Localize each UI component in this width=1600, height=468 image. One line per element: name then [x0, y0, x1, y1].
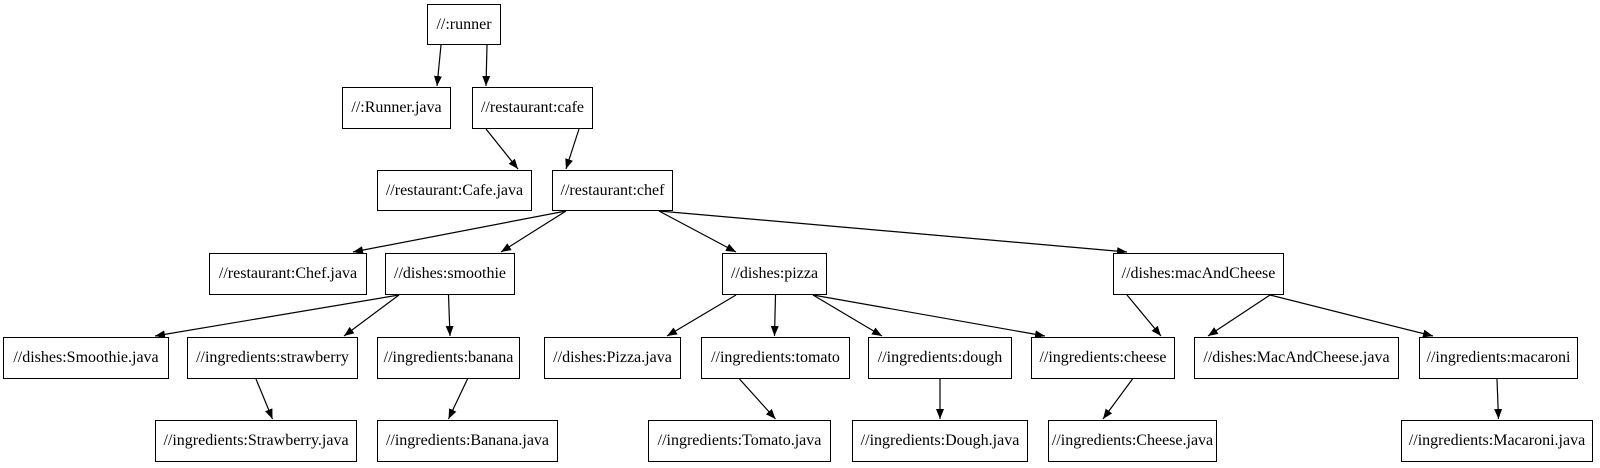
edge-chef-to-mac_and_cheese [658, 210, 1128, 256]
graph-node-banana: //ingredients:banana [377, 337, 520, 379]
graph-node-chef: //restaurant:chef [552, 170, 673, 211]
edge-chef-to-pizza [658, 210, 737, 253]
edge-chef-to-chef_java [352, 210, 567, 255]
edge-smoothie-to-strawberry [343, 294, 400, 337]
graph-node-macaroni-java: //ingredients:Macaroni.java [1401, 420, 1593, 462]
graph-node-strawberry-java: //ingredients:Strawberry.java [155, 420, 357, 462]
edge-chef-to-smoothie [500, 210, 567, 253]
graph-node-strawberry: //ingredients:strawberry [187, 337, 358, 379]
edge-tomato-to-tomato_java [739, 378, 776, 420]
edge-smoothie-to-smoothie_java [154, 294, 400, 339]
edge-strawberry-to-strawberry_java [255, 378, 274, 420]
graph-node-runner-java: //:Runner.java [342, 87, 451, 129]
edge-banana-to-banana_java [447, 378, 469, 420]
edge-mac_and_cheese-to-cheese [1126, 294, 1162, 337]
graph-node-smoothie-java: //dishes:Smoothie.java [3, 337, 169, 379]
graph-node-cafe: //restaurant:cafe [472, 87, 593, 129]
graph-node-banana-java: //ingredients:Banana.java [377, 420, 558, 462]
graph-node-dough-java: //ingredients:Dough.java [852, 420, 1028, 462]
graph-node-cheese-java: //ingredients:Cheese.java [1048, 420, 1217, 462]
graph-node-smoothie: //dishes:smoothie [385, 253, 515, 295]
edge-mac_and_cheese-to-mac_and_cheese_java [1207, 294, 1271, 337]
edge-pizza-to-dough [812, 294, 883, 337]
edge-pizza-to-pizza_java [666, 294, 737, 337]
graph-node-dough: //ingredients:dough [868, 337, 1012, 379]
graph-node-cheese: //ingredients:cheese [1031, 337, 1175, 379]
edge-runner-to-cafe [482, 44, 491, 87]
graph-node-mac-and-cheese: //dishes:macAndCheese [1113, 253, 1284, 295]
edge-pizza-to-cheese [812, 294, 1046, 339]
edge-mac_and_cheese-to-macaroni [1269, 294, 1434, 338]
graph-node-tomato: //ingredients:tomato [701, 337, 850, 379]
graph-node-pizza: //dishes:pizza [722, 253, 827, 295]
edge-runner-to-runner_java [433, 44, 442, 87]
graph-node-cafe-java: //restaurant:Cafe.java [377, 170, 532, 211]
edge-cafe-to-cafe_java [485, 128, 519, 170]
graph-node-pizza-java: //dishes:Pizza.java [544, 337, 681, 379]
edge-cheese-to-cheese_java [1102, 378, 1133, 420]
edge-smoothie-to-banana [445, 294, 454, 337]
edge-macaroni-to-macaroni_java [1494, 378, 1503, 420]
edge-cafe-to-chef [565, 128, 580, 170]
graph-node-mac-and-cheese-java: //dishes:MacAndCheese.java [1194, 337, 1399, 379]
edge-pizza-to-tomato [770, 294, 779, 337]
graph-node-chef-java: //restaurant:Chef.java [209, 253, 367, 295]
graph-node-runner: //:runner [427, 4, 501, 45]
graph-node-macaroni: //ingredients:macaroni [1419, 337, 1578, 379]
graph-node-tomato-java: //ingredients:Tomato.java [648, 420, 831, 462]
